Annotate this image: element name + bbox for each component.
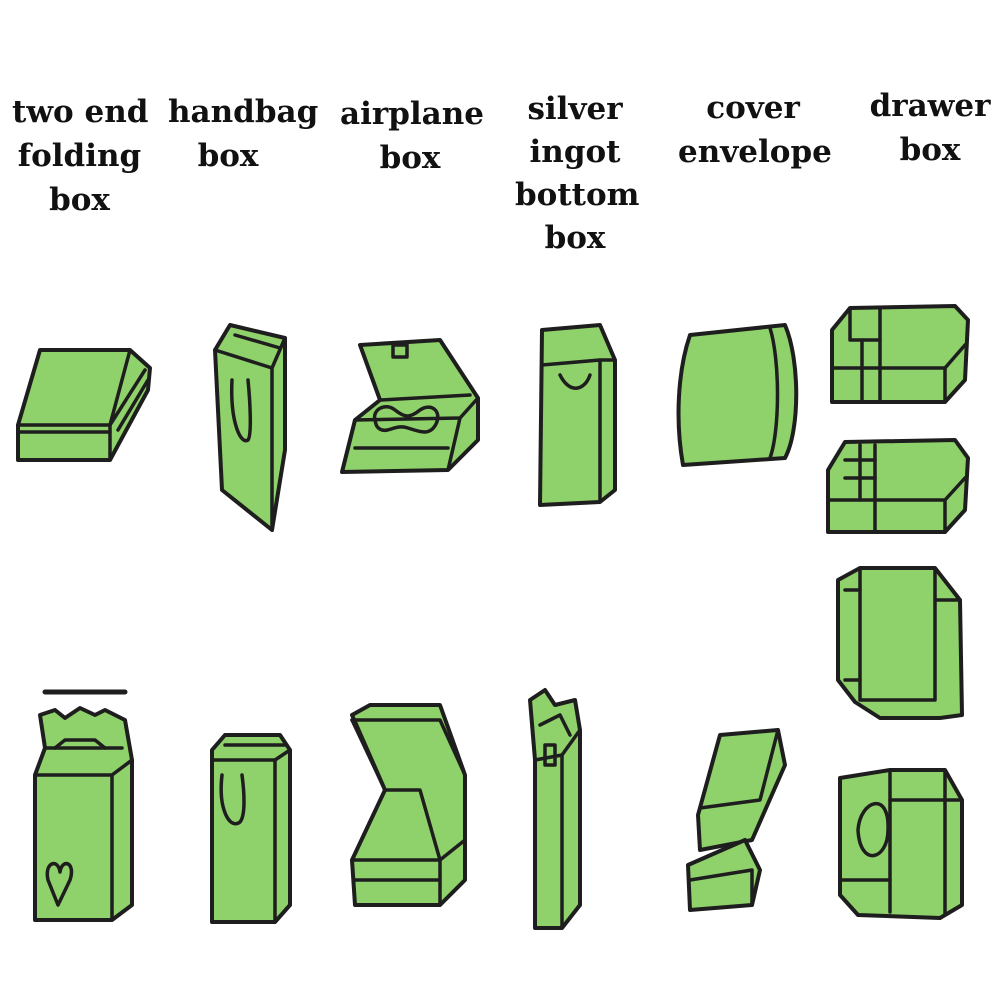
label-line: box xyxy=(197,138,259,174)
drawer-box-2 xyxy=(826,438,970,534)
label-line: bottom xyxy=(515,177,640,213)
label-line: airplane xyxy=(340,96,484,132)
label-line: folding xyxy=(17,138,142,174)
cover-envelope-sleeve xyxy=(686,728,787,912)
drawer-box-3 xyxy=(836,566,964,720)
airplane-box-assembled xyxy=(350,703,467,907)
airplane-box-open-flat xyxy=(340,338,480,474)
heart-icon xyxy=(45,861,74,907)
label-line: box xyxy=(379,140,441,176)
label-line: cover xyxy=(706,90,800,126)
label-silver-ingot-bottom-box: silver ingot bottom box xyxy=(515,88,640,260)
label-line: envelope xyxy=(678,134,832,170)
handbag-box-tall xyxy=(213,323,287,532)
label-line: silver xyxy=(527,91,623,127)
drawer-box-4 xyxy=(838,768,964,920)
silver-ingot-bottom-box-tall xyxy=(538,323,617,507)
label-line: box xyxy=(899,132,961,168)
label-line: box xyxy=(49,182,110,218)
label-two-end-folding-box: two end folding box xyxy=(12,90,149,222)
cover-envelope-pillow xyxy=(676,323,799,467)
label-line: drawer xyxy=(869,88,991,124)
label-cover-envelope: cover envelope xyxy=(678,86,832,174)
silver-ingot-bottom-box-open xyxy=(528,688,582,930)
drawer-box-1 xyxy=(830,304,970,404)
handbag-box-short xyxy=(210,733,292,924)
two-end-folding-box-flat xyxy=(16,348,152,462)
label-airplane-box: airplane box xyxy=(340,92,484,180)
label-line: ingot xyxy=(529,134,621,170)
label-line: two end xyxy=(12,94,149,130)
label-drawer-box: drawer box xyxy=(865,84,995,172)
two-end-folding-box-open xyxy=(33,689,134,922)
label-line: box xyxy=(544,220,606,256)
